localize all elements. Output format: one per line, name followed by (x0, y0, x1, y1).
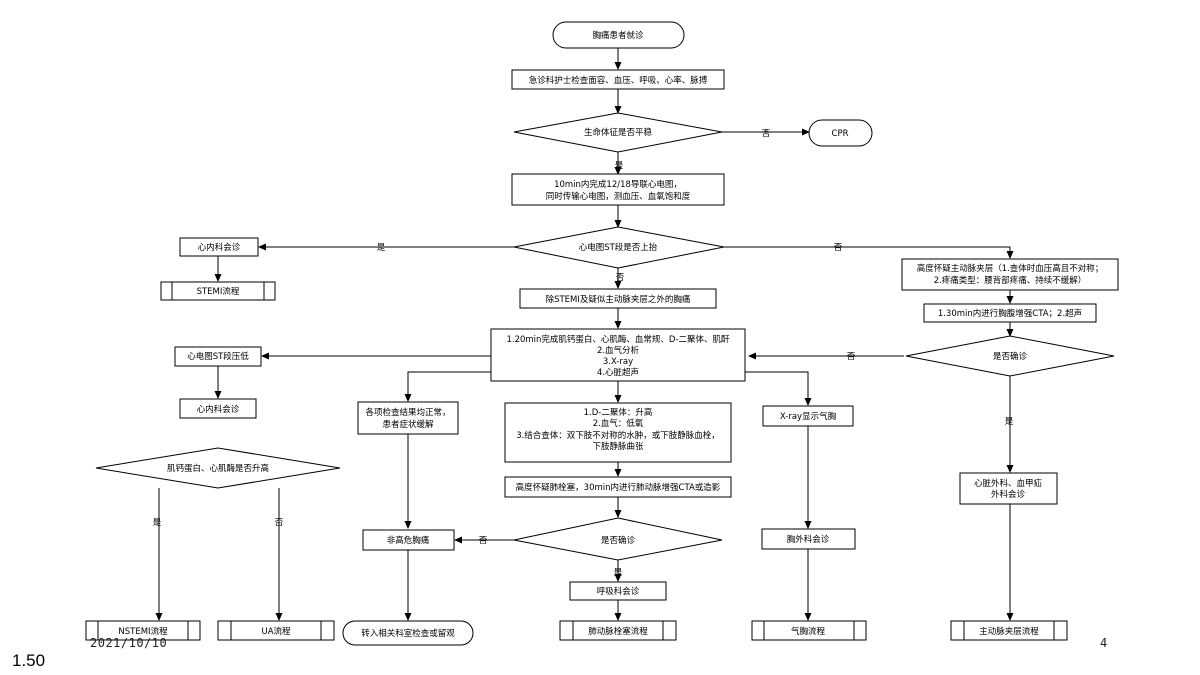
confirm-mid-no-label: 否 (479, 536, 488, 546)
pe-flow-label: 肺动脉栓塞流程 (588, 626, 648, 637)
tests-20min-line-4: 4.心脏超声 (597, 367, 639, 378)
node-ecg-10min (511, 173, 725, 206)
pe-signs-line-3: 3.结合查体：双下肢不对称的水肿，或下肢静脉血栓， (516, 430, 720, 441)
node-labels: 胸痛患者就诊 急诊科护士检查面容、血压、呼吸、心率、脉搏 生命体征是否平稳 CP… (118, 30, 1103, 639)
node-transfer (342, 620, 474, 646)
node-nstemi-flow (85, 620, 201, 641)
trop-no-label: 否 (275, 518, 284, 528)
confirm-mid-yes-label: 是 (614, 568, 623, 578)
pe-signs-line-1: 1.D-二聚体：升高 (584, 407, 653, 418)
transfer-label: 转入相关科室检查或留观 (361, 628, 455, 639)
st-elevation-label: 心电图ST段是否上抬 (579, 242, 658, 253)
start-label: 胸痛患者就诊 (592, 30, 644, 41)
xray-pneumo-label: X-ray显示气胸 (780, 411, 837, 422)
node-stemi-flow (160, 281, 276, 301)
node-st-elevation (513, 226, 725, 269)
node-cardiac-surgery (959, 472, 1058, 505)
node-cardio-consult-top (179, 237, 259, 257)
edge-st-aortic (724, 246, 1014, 259)
st-yes-label: 是 (377, 243, 386, 253)
tests-20min-line-3: 3.X-ray (603, 357, 633, 367)
node-tests-normal (357, 401, 459, 435)
tests-20min-line-1: 1.20min完成肌钙蛋白、心肌酶、血常规、D-二聚体、肌酐 (506, 334, 730, 345)
pneumo-flow-label: 气胸流程 (791, 626, 826, 637)
ecg-10min-line-2: 同时传输心电图，测血压、血氧饱和度 (546, 191, 691, 202)
confirm-right-yes-label: 是 (1005, 417, 1014, 427)
node-pe-flow (559, 620, 677, 641)
cta-30min-label: 1.30min内进行胸腹增强CTA；2.超声 (938, 308, 1082, 319)
footer-date: 2021/10/10 (90, 636, 168, 650)
confirm-mid-label: 是否确诊 (601, 535, 636, 546)
aortic-suspect-line-1: 高度怀疑主动脉夹层（1.查体时血压高且不对称； (917, 263, 1104, 274)
thoracic-consult-label: 胸外科会诊 (787, 534, 830, 545)
node-st-depression (174, 346, 262, 367)
vital-yes-label: 是 (615, 161, 624, 171)
footer-page-number: 4 (1100, 636, 1108, 650)
node-aortic-flow (950, 620, 1068, 641)
respiratory-consult-label: 呼吸科会诊 (597, 586, 640, 597)
node-nurse-check (511, 69, 725, 90)
ua-flow-label: UA流程 (261, 626, 291, 637)
node-respiratory-consult (569, 581, 667, 601)
ecg-10min-line-1: 10min内完成12/18导联心电图， (554, 179, 682, 190)
node-cta-30min (923, 303, 1097, 323)
node-cardio-consult-mid (179, 398, 257, 419)
pe-signs-line-2: 2.血气：低氧 (593, 418, 644, 429)
node-pneumo-flow (751, 620, 867, 641)
footer-version: 1.50 (12, 651, 46, 670)
st-no-down-label: 否 (616, 273, 625, 283)
confirm-right-no-label: 否 (847, 352, 856, 362)
node-xray-pneumo (762, 405, 854, 427)
cpr-label: CPR (832, 129, 849, 139)
edges (155, 48, 1014, 621)
edge-tests-xray (745, 371, 812, 406)
cardiac-surgery-line-2: 外科会诊 (991, 489, 1026, 500)
cardiac-surgery-line-1: 心脏外科、血甲疝 (974, 478, 1043, 489)
nurse-check-label: 急诊科护士检查面容、血压、呼吸、心率、脉搏 (529, 75, 708, 86)
cardio-consult-mid-label: 心内科会诊 (197, 404, 240, 415)
node-start (552, 21, 685, 49)
trop-yes-label: 是 (153, 518, 162, 528)
node-pe-suspect (504, 476, 732, 498)
vital-stable-label: 生命体征是否平稳 (584, 127, 653, 138)
node-tests-20min (490, 328, 746, 382)
node-thoracic-consult (761, 528, 856, 550)
cardio-consult-top-label: 心内科会诊 (198, 242, 241, 253)
node-non-high-risk (362, 529, 455, 551)
exclude-stemi-label: 除STEMI及疑似主动脉夹层之外的胸痛 (546, 294, 691, 305)
troponin-up-label: 肌钙蛋白、心肌酶是否升高 (167, 463, 269, 474)
edge-tests-normal (404, 371, 491, 402)
confirm-right-label: 是否确诊 (993, 351, 1028, 362)
nodes (85, 21, 1119, 646)
nstemi-flow-label: NSTEMI流程 (118, 626, 168, 637)
node-confirm-right (905, 335, 1115, 377)
node-ua-flow (217, 620, 335, 641)
node-pe-signs (504, 402, 732, 463)
edge-labels: 否 是 是 否 否 否 是 是 否 否 是 (153, 129, 1014, 578)
tests-normal-line-1: 各项检查结果均正常， (365, 407, 450, 418)
node-cpr (808, 119, 873, 147)
stemi-flow-label: STEMI流程 (197, 286, 240, 297)
node-troponin-up (95, 447, 341, 489)
pe-signs-line-4: 下肢静脉曲张 (592, 441, 644, 452)
vital-no-label: 否 (762, 129, 771, 139)
node-aortic-suspect (901, 258, 1119, 291)
tests-20min-line-2: 2.血气分析 (597, 345, 640, 356)
tests-normal-line-2: 患者症状缓解 (382, 419, 434, 430)
node-confirm-mid (513, 517, 723, 561)
st-depression-label: 心电图ST段压低 (187, 351, 249, 362)
aortic-suspect-line-2: 2.疼痛类型：腰背部疼痛、持续不缓解） (934, 275, 1087, 286)
st-no-right-label: 否 (834, 243, 843, 253)
non-high-risk-label: 非高危胸痛 (387, 535, 430, 546)
aortic-flow-label: 主动脉夹层流程 (979, 626, 1039, 637)
node-exclude-stemi (519, 288, 717, 309)
node-vital-stable (513, 112, 723, 153)
pe-suspect-label: 高度怀疑肺栓塞，30min内进行肺动脉增强CTA或造影 (516, 482, 721, 493)
